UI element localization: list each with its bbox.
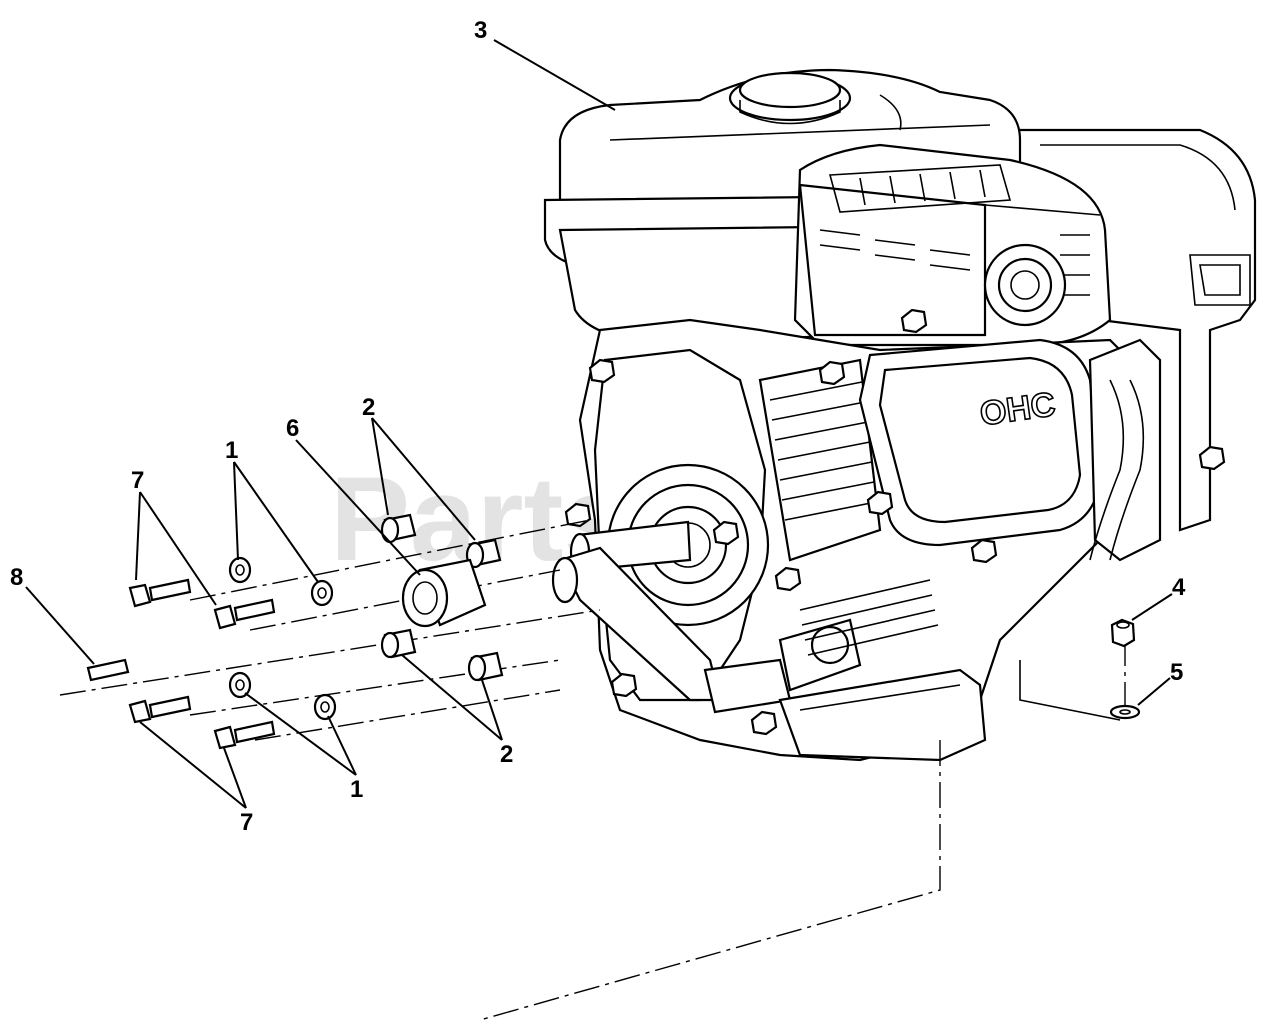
spacer-upper-right [465,538,502,569]
washers [228,556,337,721]
bolts [128,578,276,750]
callout-5: 5 [1170,659,1183,686]
spacer-lower-left [380,628,417,659]
large-spacer [401,558,487,628]
leader-lines [25,39,1173,809]
callout-6: 6 [286,415,299,442]
callout-2-upper: 2 [362,394,375,421]
callouts: 3 2 6 1 7 8 4 5 2 1 7 [10,17,1186,836]
washer-5 [1109,704,1141,720]
assembly-lines [59,519,1126,1021]
callout-1-upper: 1 [225,437,238,464]
spacer-upper-left [380,513,417,544]
loose-parts [86,513,1141,750]
callout-7-lower: 7 [240,809,253,836]
callout-7-upper: 7 [131,467,144,494]
callout-8: 8 [10,564,23,591]
engine: OHC [543,68,1257,762]
callout-2-lower: 2 [500,741,513,768]
callout-3: 3 [474,17,487,44]
callout-4: 4 [1172,574,1186,601]
nut [1110,618,1136,648]
callout-1-lower: 1 [350,776,363,803]
engine-bolts [564,308,1226,736]
key [86,658,130,682]
spacer-lower-right [467,651,504,682]
